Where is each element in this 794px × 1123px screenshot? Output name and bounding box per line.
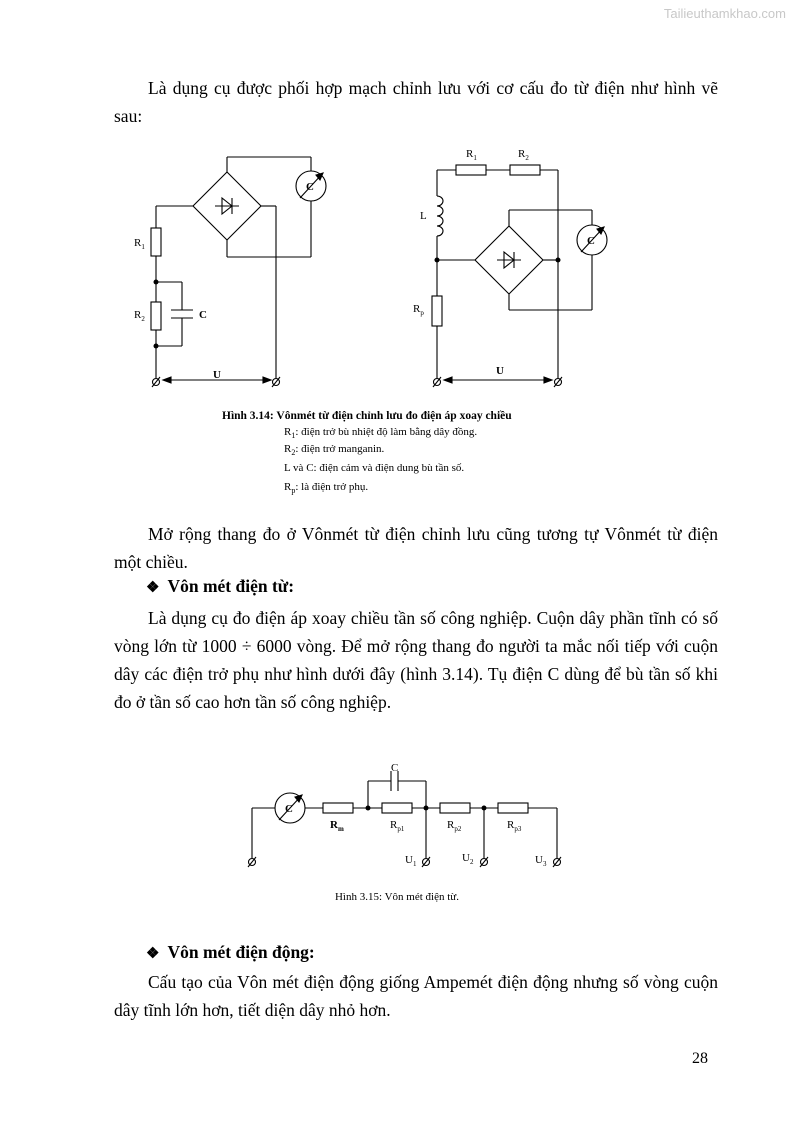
paragraph-electromagnetic: Là dụng cụ đo điện áp xoay chiều tần số … — [114, 608, 718, 712]
heading-electromagnetic-voltmeter: ❖Vôn mét điện từ: — [146, 576, 295, 596]
paragraph-extension: Mở rộng thang đo ở Vônmét từ điện chỉnh … — [114, 524, 718, 572]
figure-3-15-circuit: C C Rm Rp1 Rp2 Rp3 U1 U2 U3 — [247, 762, 562, 868]
meter-label: C — [306, 181, 314, 193]
label-r2: R2 — [134, 309, 145, 323]
diamond-bullet-icon: ❖ — [146, 580, 160, 596]
label-r1: R1 — [134, 237, 145, 251]
label-u: U — [213, 369, 221, 381]
meter-label-right: C — [587, 235, 595, 247]
legend-lc: L và C: điện cảm và điện dung bù tần số. — [284, 462, 465, 474]
legend-r2: R2: điện trở manganin. — [284, 443, 385, 458]
diamond-bullet-icon: ❖ — [146, 946, 160, 962]
figure-3-14-right-circuit: R1 R2 L Rp U C — [413, 148, 608, 388]
label-rp3: Rp3 — [507, 819, 522, 833]
label-c-315: C — [391, 762, 398, 774]
legend-r1: R1: điện trở bù nhiệt độ làm bằng dây đồ… — [284, 426, 478, 441]
figure-3-14-caption: Hình 3.14: Vônmét từ điện chỉnh lưu đo đ… — [222, 410, 512, 422]
label-c: C — [199, 309, 207, 321]
page-number: 28 — [692, 1050, 708, 1067]
label-u2: U2 — [462, 852, 474, 866]
legend-rp: Rp: là điện trở phụ. — [284, 481, 369, 496]
label-rp2: Rp2 — [447, 819, 462, 833]
label-u-right: U — [496, 365, 504, 377]
label-rp1: Rp1 — [390, 819, 405, 833]
label-r2-right: R2 — [518, 148, 529, 162]
label-rm: Rm — [330, 819, 344, 833]
watermark: Tailieuthamkhao.com — [663, 6, 786, 21]
meter-label-315: C — [285, 803, 293, 815]
label-u3: U3 — [535, 854, 547, 868]
label-l: L — [420, 210, 427, 222]
figure-3-14-left-circuit: R1 R2 C U C — [134, 156, 327, 388]
intro-paragraph: Là dụng cụ được phối hợp mạch chỉnh lưu … — [114, 78, 718, 126]
label-r1-right: R1 — [466, 148, 477, 162]
label-rp: Rp — [413, 303, 424, 317]
heading-electrodynamic-voltmeter: ❖Vôn mét điện động: — [146, 942, 315, 962]
figure-3-15-caption: Hình 3.15: Vôn mét điện từ. — [334, 891, 459, 903]
label-u1: U1 — [405, 854, 417, 868]
paragraph-electrodynamic: Cấu tạo của Vôn mét điện động giống Ampe… — [114, 972, 718, 1020]
